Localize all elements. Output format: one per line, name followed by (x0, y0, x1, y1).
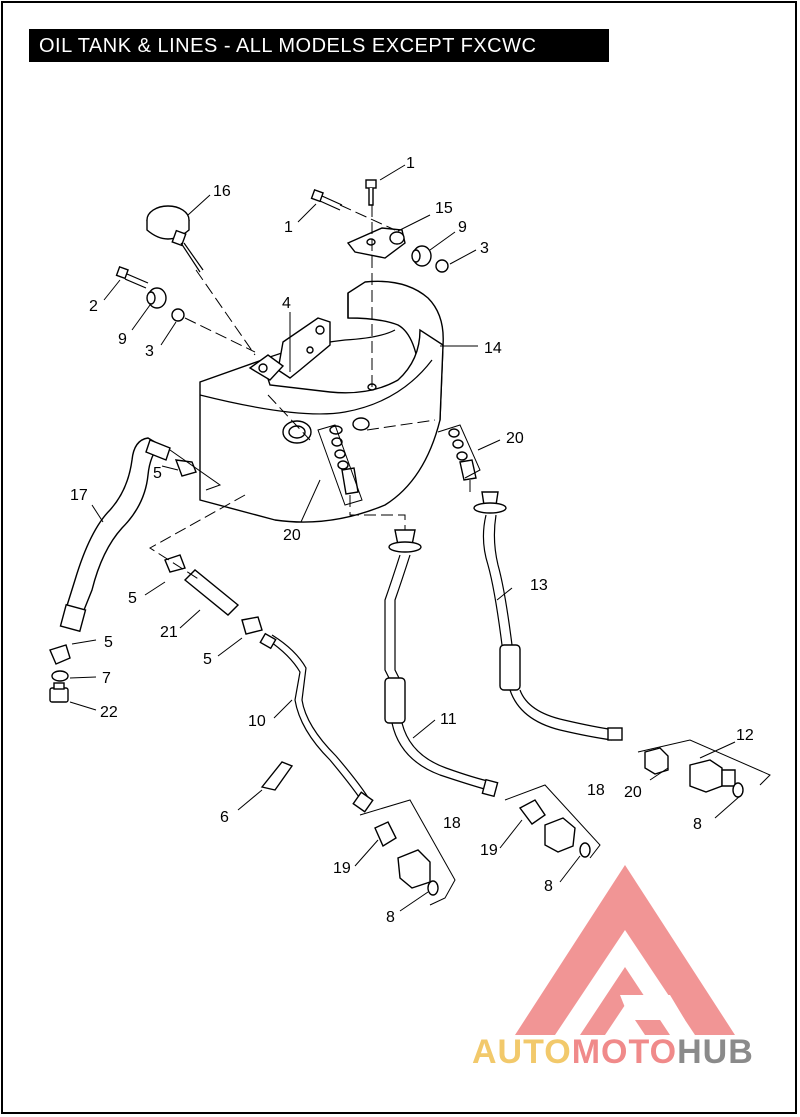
callout-5-c: 5 (203, 651, 212, 668)
callout-21: 21 (160, 624, 178, 641)
watermark-hub: HUB (677, 1033, 754, 1071)
bolt-left-part (310, 188, 343, 211)
spacer-3-left-part (171, 308, 185, 322)
callout-17: 17 (70, 487, 88, 504)
spacer-3-right-part (435, 259, 449, 273)
callout-18-middle: 18 (587, 782, 605, 799)
fitting-18-left-part (397, 849, 431, 889)
callout-5-d: 5 (104, 634, 113, 651)
grommet-9-left-part (146, 287, 167, 309)
clamp-5-c-part (241, 616, 263, 635)
oil-tank-part (199, 280, 444, 523)
mounting-bracket-part (248, 317, 331, 381)
callout-16: 16 (213, 183, 231, 200)
fitting-20-lower-part (644, 747, 669, 775)
dipstick-part (146, 205, 204, 273)
callout-13: 13 (530, 577, 548, 594)
title-bar: OIL TANK & LINES - ALL MODELS EXCEPT FXC… (29, 29, 609, 62)
callout-14: 14 (484, 340, 502, 357)
callout-1-top: 1 (406, 155, 415, 172)
callout-9-right: 9 (458, 219, 467, 236)
callout-5-a: 5 (153, 465, 162, 482)
callout-8-middle: 8 (544, 878, 553, 895)
bracket-15-part (346, 227, 406, 259)
callout-11: 11 (440, 711, 457, 728)
watermark-text: AUTOMOTOHUB (472, 1033, 754, 1072)
callout-4: 4 (282, 295, 291, 312)
clip-6-part (260, 761, 294, 791)
group-brackets (169, 424, 771, 906)
watermark-auto: AUTO (472, 1033, 572, 1071)
callout-7: 7 (102, 670, 111, 687)
callout-20-left: 20 (283, 527, 301, 544)
grommet-9-right-part (411, 245, 432, 267)
bolt-2-part (115, 265, 149, 289)
clamp-5-d-part (49, 644, 71, 665)
page-title: OIL TANK & LINES - ALL MODELS EXCEPT FXC… (39, 35, 537, 57)
callout-15: 15 (435, 200, 453, 217)
callout-20-right: 20 (506, 430, 524, 447)
callout-20-lower: 20 (624, 784, 642, 801)
callout-19-left: 19 (333, 860, 351, 877)
callout-19-middle: 19 (480, 842, 498, 859)
callout-18-left: 18 (443, 815, 461, 832)
callout-22: 22 (100, 704, 118, 721)
callout-2: 2 (89, 298, 98, 315)
callout-10: 10 (248, 713, 266, 730)
oil-line-10-part (259, 632, 374, 813)
o-ring-7-part (51, 670, 69, 682)
callout-9-left: 9 (118, 331, 127, 348)
o-ring-8-right-part (732, 782, 744, 798)
callout-12: 12 (736, 727, 754, 744)
automotohub-logo-icon (515, 865, 735, 1035)
o-ring-8-middle-part (579, 842, 591, 858)
fitting-19-left-part (374, 821, 397, 848)
callout-8-right: 8 (693, 816, 702, 833)
fitting-12-part (689, 759, 736, 793)
fitting-18-middle-part (544, 817, 576, 853)
callout-8-left: 8 (386, 909, 395, 926)
callout-numbers: 1 1 16 15 9 3 2 9 3 4 14 20 20 17 5 13 5… (70, 155, 754, 926)
assembly-lines (149, 204, 471, 581)
callout-3-left: 3 (145, 343, 154, 360)
callout-6: 6 (220, 809, 229, 826)
hose-21-part (183, 569, 240, 616)
clamp-5-a-part (174, 459, 197, 477)
leader-lines (69, 164, 741, 912)
callout-1-left: 1 (284, 219, 293, 236)
callout-3-right: 3 (480, 240, 489, 257)
o-ring-8-left-part (427, 880, 439, 896)
bolt-top-part (365, 179, 377, 206)
fitting-20-left-part (331, 437, 359, 495)
oil-line-13-part (473, 491, 623, 741)
watermark-moto: MOTO (571, 1033, 678, 1071)
fitting-20-upper-right-part (448, 428, 477, 481)
drain-plug-22-part (49, 682, 69, 703)
callout-5-b: 5 (128, 590, 137, 607)
hose-17-part (59, 437, 171, 633)
oil-line-11-part (384, 529, 499, 798)
fitting-19-middle-part (518, 799, 546, 825)
